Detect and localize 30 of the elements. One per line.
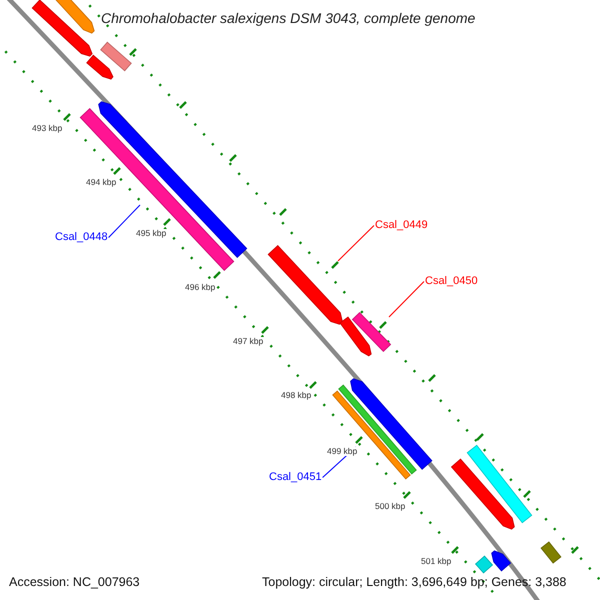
gene-label: Csal_0448 <box>55 232 108 243</box>
gene-feature <box>491 550 512 572</box>
footer-text: Topology: circular; Length: 3,696,649 bp; Genes: 3,388 <box>262 576 566 588</box>
tick-label: 493 kbp <box>32 124 62 132</box>
footer-text: Accession: NC_007963 <box>9 576 140 588</box>
gene-feature <box>32 0 93 57</box>
gene-label: Csal_0450 <box>425 276 478 287</box>
tick-label: 500 kbp <box>375 502 406 510</box>
gene-feature <box>352 312 392 352</box>
tick-label: 495 kbp <box>136 229 166 238</box>
title: Chromohalobacter salexigens DSM 3043, complete genome <box>101 11 476 25</box>
tick-label: 494 kbp <box>86 178 116 186</box>
gene-feature <box>53 0 95 34</box>
tick-label: 499 kbp <box>327 447 358 456</box>
gene-feature <box>268 245 343 325</box>
gene-feature <box>100 42 132 72</box>
gene-feature <box>339 316 372 356</box>
gene-feature <box>474 555 494 574</box>
gene-feature <box>466 444 532 524</box>
leader-line <box>388 281 424 318</box>
gene-feature <box>86 54 114 80</box>
gene-label: Csal_0449 <box>375 220 428 231</box>
tick-label: 497 kbp <box>233 337 264 346</box>
tick-label: 498 kbp <box>281 391 312 400</box>
gene-label: Csal_0451 <box>269 472 322 483</box>
gene-feature <box>540 541 562 564</box>
leader-line <box>338 225 374 262</box>
tick-label: 501 kbp <box>421 557 452 566</box>
tick-label: 496 kbp <box>185 283 216 292</box>
gene-feature <box>450 458 515 530</box>
